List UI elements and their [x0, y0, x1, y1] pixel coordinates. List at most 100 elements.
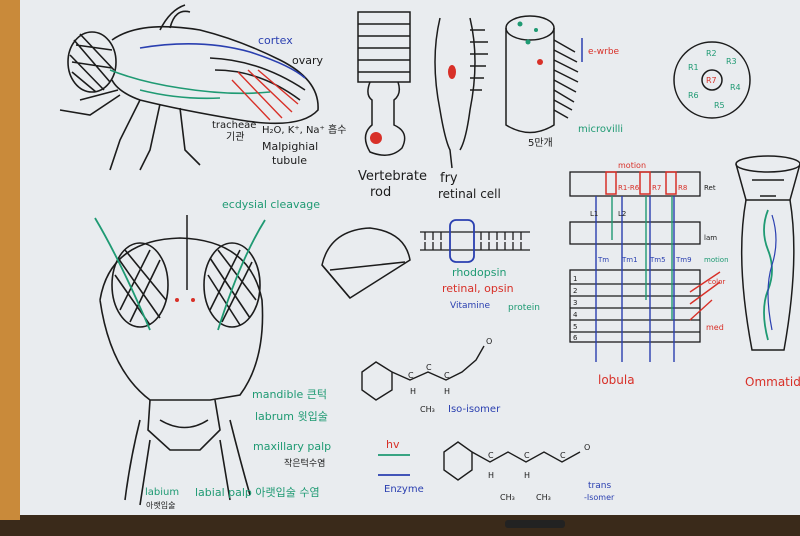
rod-nucleus — [370, 132, 382, 144]
fly-label-ovary: ovary — [292, 54, 324, 67]
fly-diagram — [59, 4, 319, 171]
fly-blue-trachea — [139, 43, 306, 79]
trans-label: trans — [588, 481, 611, 491]
rhodopsin-protein — [449, 219, 475, 263]
rosette-label: R5 — [714, 101, 725, 110]
labial-palp-label: labial palp 아랫입술 수염 — [195, 486, 320, 499]
fly-label-cortex: cortex — [258, 34, 293, 47]
retina-r16-label: R1-R6 — [618, 184, 640, 192]
retina-tm1-label: Tm1 — [621, 256, 638, 264]
fly-label-trachea: tracheae — [212, 120, 256, 131]
ommatidium-drawing — [735, 155, 800, 351]
hv-label: hv — [386, 438, 400, 451]
atom-label: H — [444, 387, 450, 396]
maxillary-ko-label: 작은턱수염 — [284, 457, 325, 469]
rosette-crosssection — [673, 41, 751, 119]
atom-label: O — [486, 337, 492, 346]
trans-retinal-structure — [443, 441, 581, 481]
cylinder-arrow-label: e-wrbe — [588, 47, 620, 57]
row-number: 2 — [573, 287, 577, 295]
enzyme-label: Enzyme — [384, 484, 424, 495]
atom-label: C — [426, 363, 432, 372]
ommatidium-rhabdom — [763, 209, 773, 341]
atom-label: C — [560, 451, 566, 460]
rosette-labels: R1 R2 R3 R4 R5 R6 R7 — [688, 49, 741, 110]
row-number: 1 — [573, 275, 577, 283]
microvilli-label: microvilli — [578, 124, 623, 135]
head-antennae — [94, 217, 266, 331]
cis-retinal-atoms: C C C H H CH₃ O — [408, 337, 492, 414]
atom-label: C — [408, 371, 414, 380]
microvilli-count: 5만개 — [528, 137, 553, 149]
rosette-label: R3 — [726, 57, 737, 66]
ommatidium-blue-line — [767, 214, 777, 331]
row-number: 5 — [573, 323, 577, 331]
rhodopsin-label: rhodopsin — [452, 266, 507, 279]
fry-label-1: fry — [440, 171, 458, 186]
membrane-disk — [321, 227, 411, 299]
row-number: 3 — [573, 299, 577, 307]
retina-med-label: med — [706, 323, 724, 332]
cylinder-green-marks — [517, 21, 538, 45]
rosette-label: R2 — [706, 49, 717, 58]
retina-blue-lines — [595, 196, 675, 362]
trans-retinal-atoms: C C C H H CH₃ CH₃ O — [488, 443, 590, 502]
vertebrate-label-2: rod — [370, 185, 391, 200]
cylinder-red-mark — [537, 59, 543, 65]
labium-label: labium — [145, 487, 179, 498]
rosette-label: R4 — [730, 83, 741, 92]
cis-retinal-structure — [361, 345, 485, 401]
atom-label: O — [584, 443, 590, 452]
ommatidium-label: Ommatidium — [745, 375, 800, 389]
fly-green-malpighian — [109, 69, 271, 100]
retina-motion-label: motion — [618, 161, 646, 170]
fly-label-malpighian-1: Malpighial — [262, 140, 318, 153]
atom-label: H — [524, 471, 530, 480]
protein-label: protein — [508, 303, 540, 313]
insect-head — [99, 237, 264, 506]
retinal-opsin-label: retinal, opsin — [442, 282, 514, 295]
atom-label: H — [410, 387, 416, 396]
trans-label-2: -Isomer — [584, 493, 615, 502]
atom-label: CH₃ — [500, 493, 515, 502]
retina-l1-label: L1 — [590, 210, 598, 218]
atom-label: CH₃ — [420, 405, 435, 414]
retina-row-numbers: 1 2 3 4 5 6 — [573, 275, 578, 342]
retinal-cell-nucleus — [448, 65, 456, 79]
vertebrate-rod-drawing — [357, 11, 411, 156]
rhabdomere-cylinder — [505, 15, 579, 134]
retina-ret-label: Ret — [704, 184, 716, 192]
retina-l2-label: L2 — [618, 210, 626, 218]
retina-tm-label: Tm — [597, 256, 609, 264]
frame-left-edge — [0, 0, 20, 520]
head-ocelli — [175, 298, 195, 302]
retina-r7-label: R7 — [652, 184, 661, 192]
ecdysial-label: ecdysial cleavage — [222, 198, 320, 211]
atom-label: H — [488, 471, 494, 480]
mandible-label: mandible 큰턱 — [252, 388, 327, 401]
atom-label: C — [444, 371, 450, 380]
fly-red-ovary — [231, 69, 299, 121]
membrane-bilayer — [420, 231, 530, 251]
atom-label: C — [524, 451, 530, 460]
retina-green-lines — [611, 196, 673, 320]
fly-retinal-cell-drawing — [434, 17, 488, 169]
retina-red-boxes — [605, 171, 677, 195]
fry-label-2: retinal cell — [438, 187, 501, 201]
retina-motion2-label: motion — [704, 256, 729, 264]
atom-label: C — [488, 451, 494, 460]
maxillary-label: maxillary palp — [253, 440, 331, 453]
fly-label-trachea-ko: 기관 — [226, 131, 244, 143]
row-number: 4 — [573, 311, 578, 319]
retina-red-arrows — [689, 271, 721, 321]
labrum-label: labrum 윗입술 — [255, 410, 328, 423]
retina-tm5-label: Tm5 — [649, 256, 666, 264]
retina-circuit — [569, 171, 701, 343]
rosette-label: R7 — [706, 76, 717, 85]
board-bottom-rail — [0, 515, 800, 536]
row-number: 6 — [573, 334, 578, 342]
marker-on-rail — [505, 520, 565, 528]
labium-ko-label: 아랫입술 — [146, 500, 175, 510]
rosette-label: R6 — [688, 91, 699, 100]
